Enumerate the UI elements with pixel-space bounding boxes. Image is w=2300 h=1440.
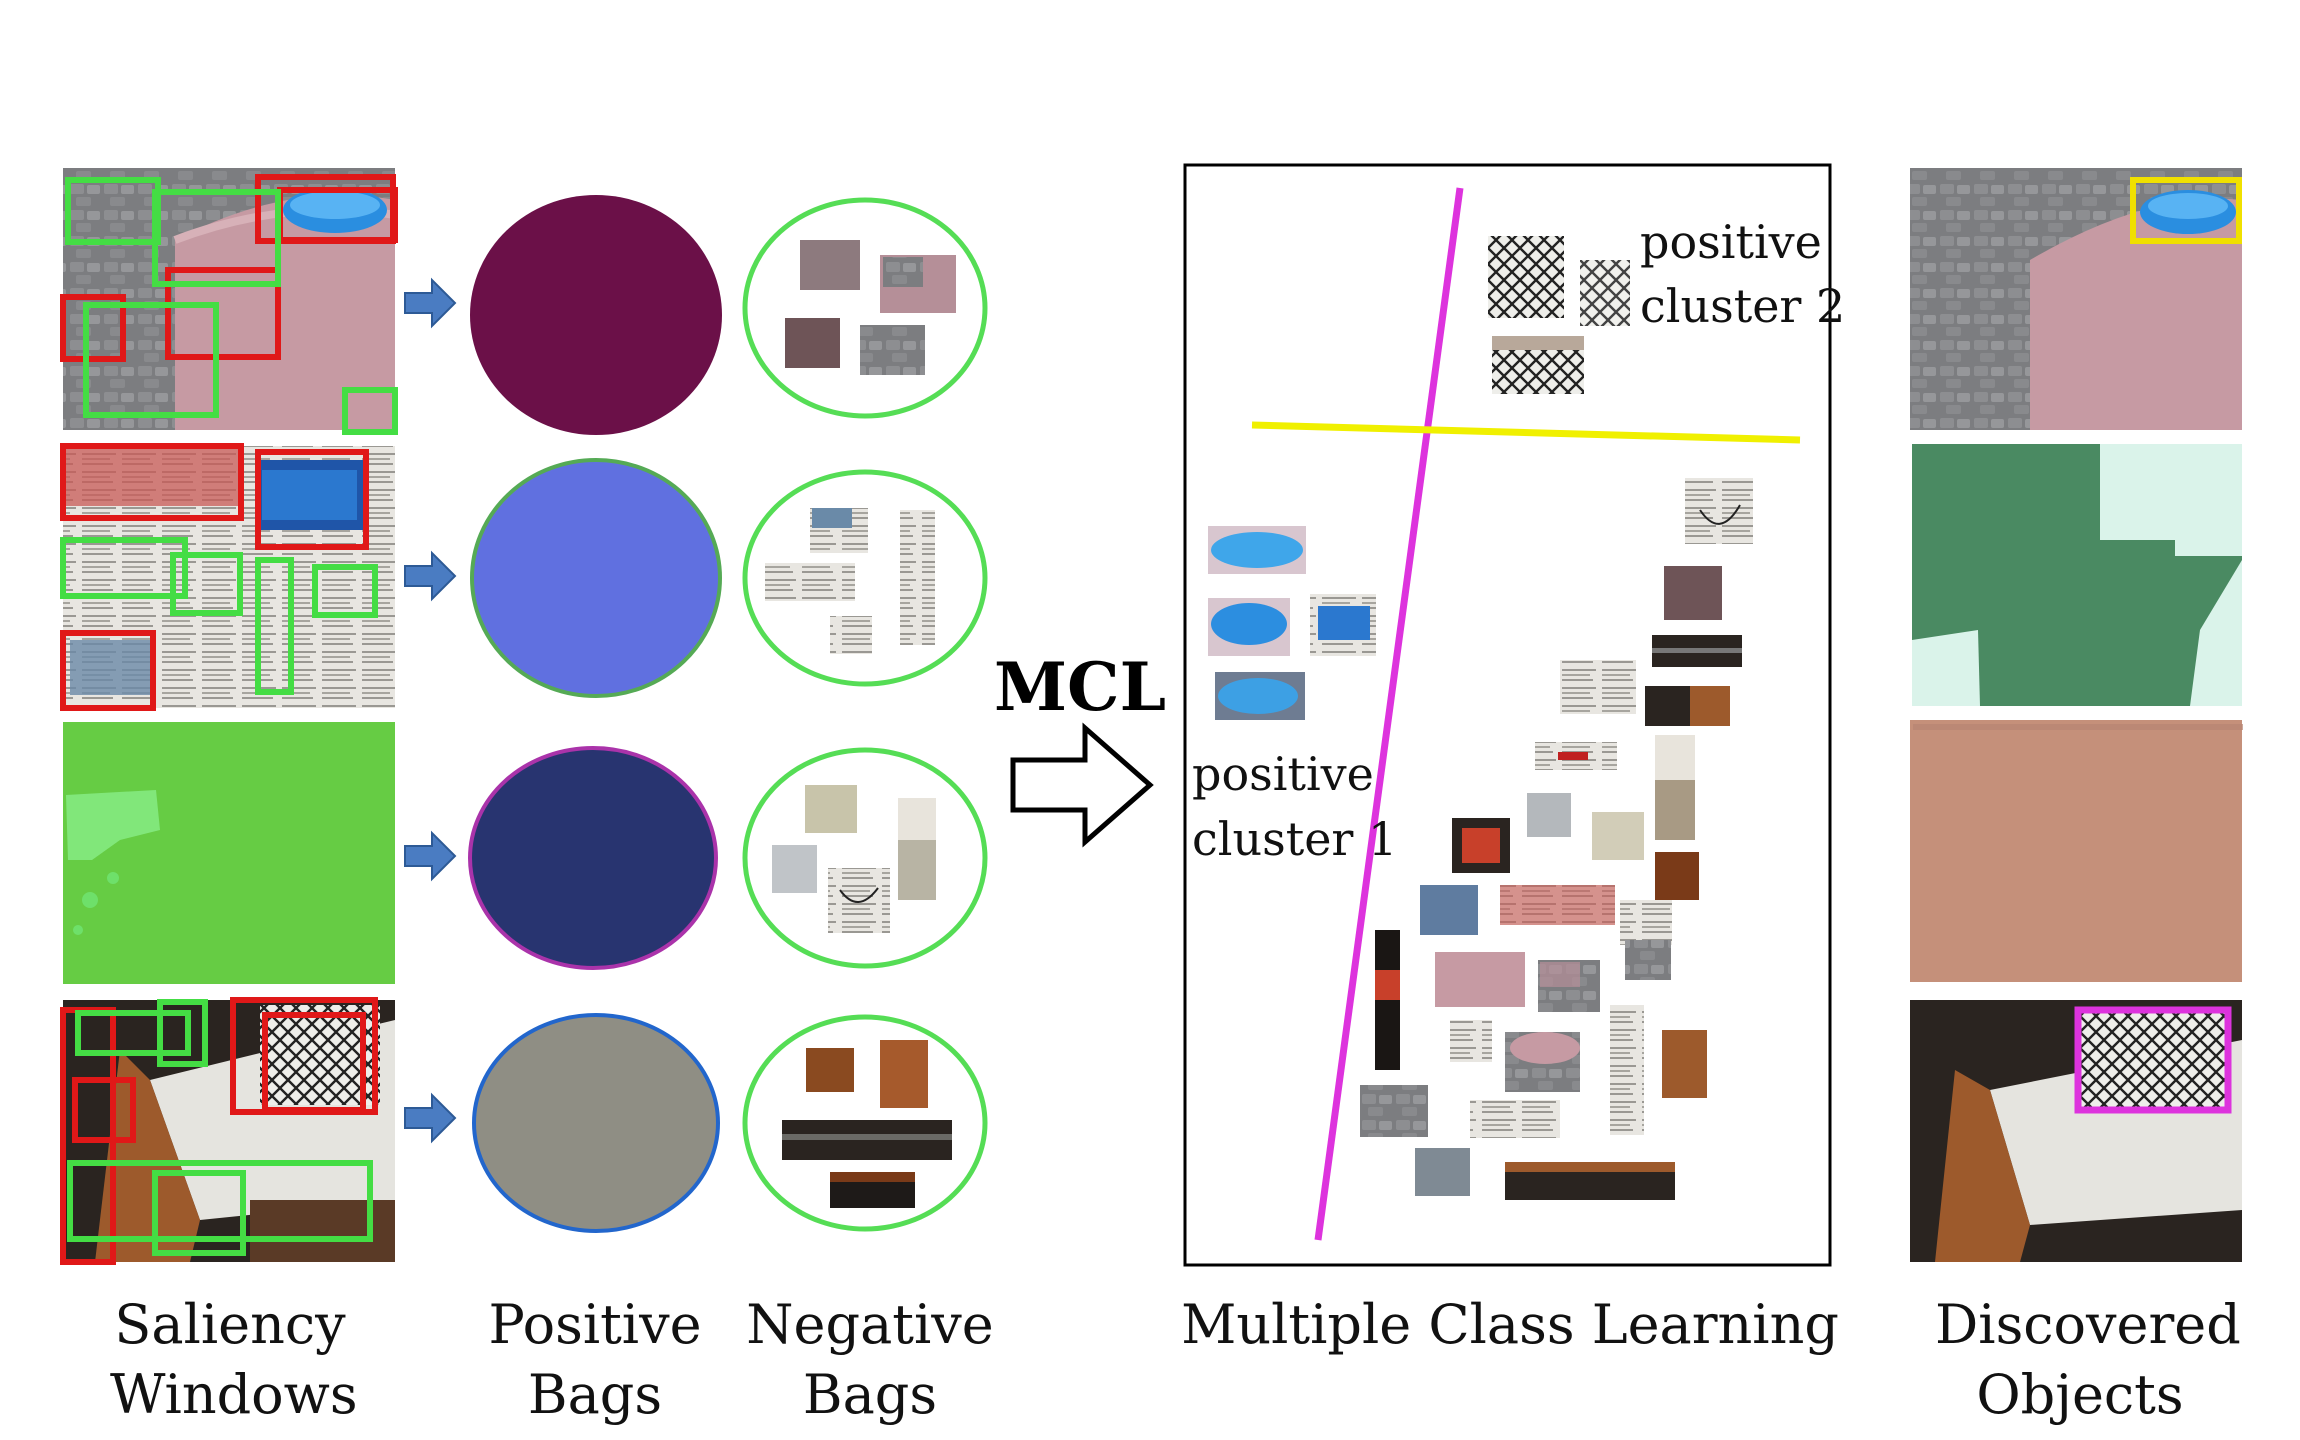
saliency-windows-column xyxy=(60,168,398,1265)
cluster-1-label: positive cluster 1 xyxy=(1192,747,1397,866)
caption-line: Multiple Class Learning xyxy=(1181,1293,1839,1356)
caption-line: Negative xyxy=(746,1293,994,1356)
caption-saliency-windows: Saliency Windows xyxy=(110,1290,358,1430)
cluster-1-patches xyxy=(1208,526,1376,720)
saliency-image-1 xyxy=(60,168,398,435)
positive-bag-4 xyxy=(472,1013,720,1233)
negative-bag-1 xyxy=(742,197,988,419)
found-box xyxy=(2074,1006,2232,1114)
separator-line-1 xyxy=(1314,187,1464,1241)
arrow-icon xyxy=(404,550,457,602)
arrow-icon xyxy=(404,1092,457,1144)
mcl-label: MCL xyxy=(994,648,1166,726)
negative-patches xyxy=(1360,478,1753,1200)
discovered-objects-column xyxy=(1910,168,2243,1262)
caption-mcl-panel: Multiple Class Learning xyxy=(1180,1290,1840,1360)
bag-arrows xyxy=(404,277,457,1144)
discovered-image-1 xyxy=(1910,168,2242,430)
big-arrow-icon xyxy=(1010,722,1154,848)
negative-bag-4 xyxy=(742,1014,988,1232)
saliency-image-3 xyxy=(63,722,395,984)
caption-line: Bags xyxy=(802,1363,938,1426)
cluster-2-label: positive cluster 2 xyxy=(1640,215,1845,333)
mcl-arrow: MCL xyxy=(994,648,1166,848)
window-boxes xyxy=(60,443,378,711)
positive-bag-3 xyxy=(468,746,718,970)
caption-discovered-objects: Discovered Objects xyxy=(1935,1290,2241,1430)
caption-line: Positive xyxy=(488,1293,702,1356)
discovered-image-2 xyxy=(1912,444,2242,706)
caption-line: Saliency xyxy=(114,1293,346,1356)
negative-bag-2 xyxy=(742,469,988,687)
positive-bag-1 xyxy=(470,195,722,435)
mcl-panel: positive cluster 2 positive cluster 1 xyxy=(1183,163,1845,1267)
discovered-image-3 xyxy=(1910,720,2243,982)
caption-line: Objects xyxy=(1976,1363,2184,1426)
negative-bag-3 xyxy=(742,747,988,969)
positive-bag-2 xyxy=(470,458,722,698)
discovered-image-4 xyxy=(1910,1000,2242,1262)
cluster-2-patches xyxy=(1488,236,1630,394)
window-boxes xyxy=(60,174,398,435)
caption-negative-bags: Negative Bags xyxy=(745,1290,995,1430)
saliency-image-2 xyxy=(60,443,395,711)
window-boxes xyxy=(60,997,378,1265)
caption-line: Windows xyxy=(110,1363,358,1426)
arrow-icon xyxy=(404,830,457,882)
separator-line-2 xyxy=(1251,421,1801,444)
caption-line: Discovered xyxy=(1935,1293,2241,1356)
caption-positive-bags: Positive Bags xyxy=(480,1290,710,1430)
caption-line: Bags xyxy=(527,1363,663,1426)
positive-bags xyxy=(468,195,722,1233)
arrow-icon xyxy=(404,277,457,329)
saliency-image-4 xyxy=(60,997,395,1265)
negative-bags xyxy=(742,197,988,1232)
found-box xyxy=(2130,177,2242,244)
